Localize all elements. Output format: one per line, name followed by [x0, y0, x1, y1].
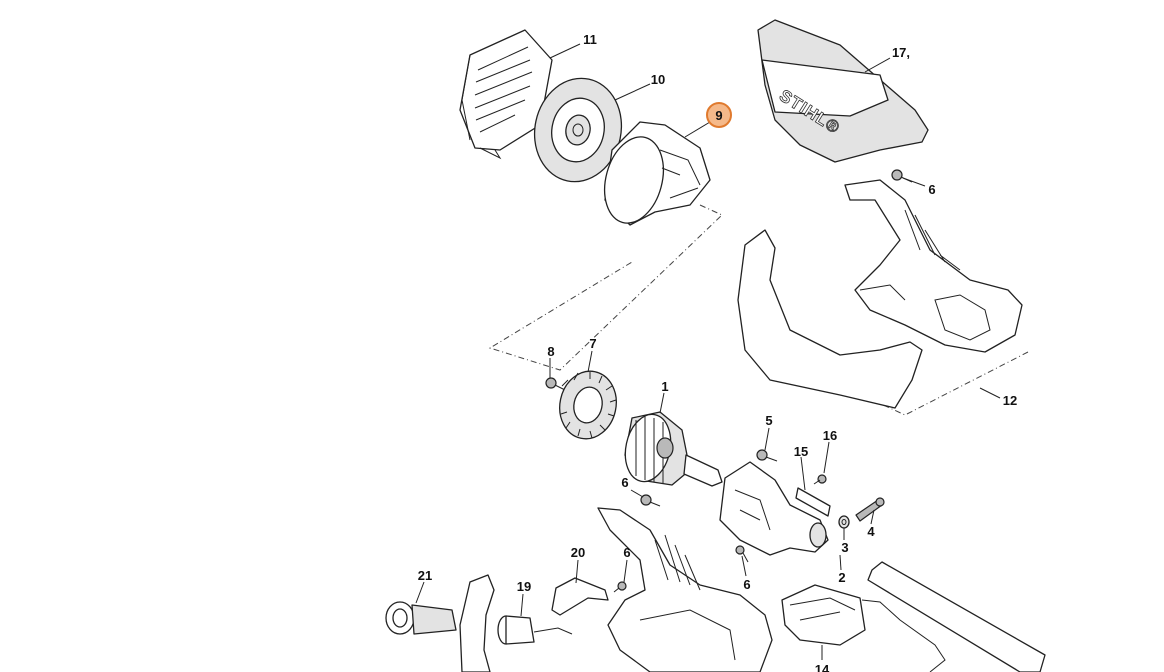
callout-6-lower[interactable]: 6 — [743, 577, 750, 592]
assembly-guide-line — [488, 204, 723, 371]
callout-11[interactable]: 11 — [583, 32, 597, 47]
callout-9[interactable]: 9 — [715, 108, 722, 123]
part-5-screw — [756, 449, 778, 462]
callout-16[interactable]: 16 — [823, 428, 837, 443]
callout-20[interactable]: 20 — [571, 545, 585, 560]
part-17-top-cover: STIHL® — [757, 19, 929, 163]
part-19-socket — [497, 615, 573, 645]
part-14-switch — [781, 584, 946, 672]
callout-6-upper[interactable]: 6 — [928, 182, 935, 197]
part-4-bolt — [855, 497, 885, 522]
part-20-clip — [551, 577, 609, 616]
part-3-washer — [838, 515, 850, 529]
screw-6-lower — [735, 545, 749, 563]
callout-7[interactable]: 7 — [589, 336, 596, 351]
screw-6-bottom — [613, 581, 627, 593]
callout-15[interactable]: 15 — [794, 444, 808, 459]
leader-lines — [415, 43, 1001, 660]
part-9-shroud — [604, 121, 711, 226]
part-10-fan-cover — [533, 77, 623, 183]
callout-12[interactable]: 12 — [1003, 393, 1017, 408]
part-8-screw — [545, 377, 566, 391]
part-16-screw — [813, 474, 827, 485]
callout-3[interactable]: 3 — [841, 540, 848, 555]
part-11-intake-cover — [459, 29, 553, 160]
part-1-motor — [624, 411, 723, 487]
callout-5[interactable]: 5 — [765, 413, 772, 428]
callout-10[interactable]: 10 — [651, 72, 665, 87]
callout-21[interactable]: 21 — [418, 568, 432, 583]
callout-6-bottom[interactable]: 6 — [623, 545, 630, 560]
part-7-fan-wheel — [559, 370, 617, 440]
callout-17[interactable]: 17, — [892, 45, 910, 60]
gear-housing — [719, 461, 829, 556]
callout-8[interactable]: 8 — [547, 344, 554, 359]
part-2-shaft — [867, 561, 1046, 672]
grip-shell-left — [459, 574, 495, 672]
callout-6-middle[interactable]: 6 — [621, 475, 628, 490]
callout-2[interactable]: 2 — [838, 570, 845, 585]
part-12-housing — [737, 179, 1023, 409]
part-21-plug — [385, 601, 457, 635]
callout-9-highlight[interactable] — [706, 102, 732, 128]
part-15-plate — [795, 487, 831, 517]
screw-6-middle — [640, 494, 661, 507]
callout-1[interactable]: 1 — [661, 379, 668, 394]
callout-19[interactable]: 19 — [517, 579, 531, 594]
handle-housing — [597, 507, 773, 672]
callout-labels: 11 10 9 17, 6 12 8 7 1 5 16 15 6 3 4 2 6… — [418, 32, 1017, 672]
callout-4[interactable]: 4 — [867, 524, 875, 539]
callout-14[interactable]: 14 — [815, 662, 830, 672]
